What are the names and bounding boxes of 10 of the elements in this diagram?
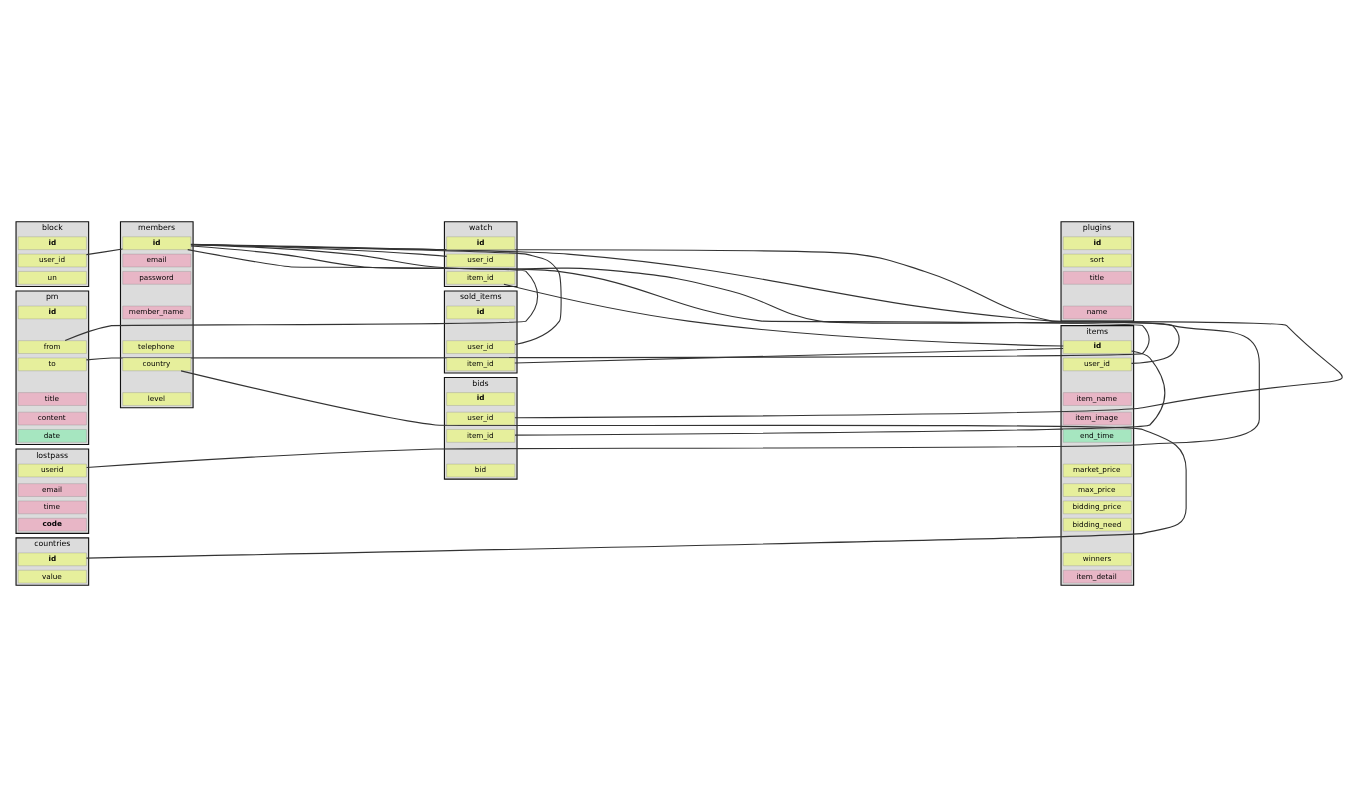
connector [503, 283, 1064, 347]
connector [85, 244, 1150, 360]
connector [190, 243, 1180, 364]
connector [514, 349, 1166, 436]
connector [514, 347, 1064, 363]
connector [190, 243, 1343, 418]
connector [85, 369, 1187, 559]
connector [86, 243, 1260, 468]
connector [64, 248, 539, 341]
connector [85, 248, 124, 255]
